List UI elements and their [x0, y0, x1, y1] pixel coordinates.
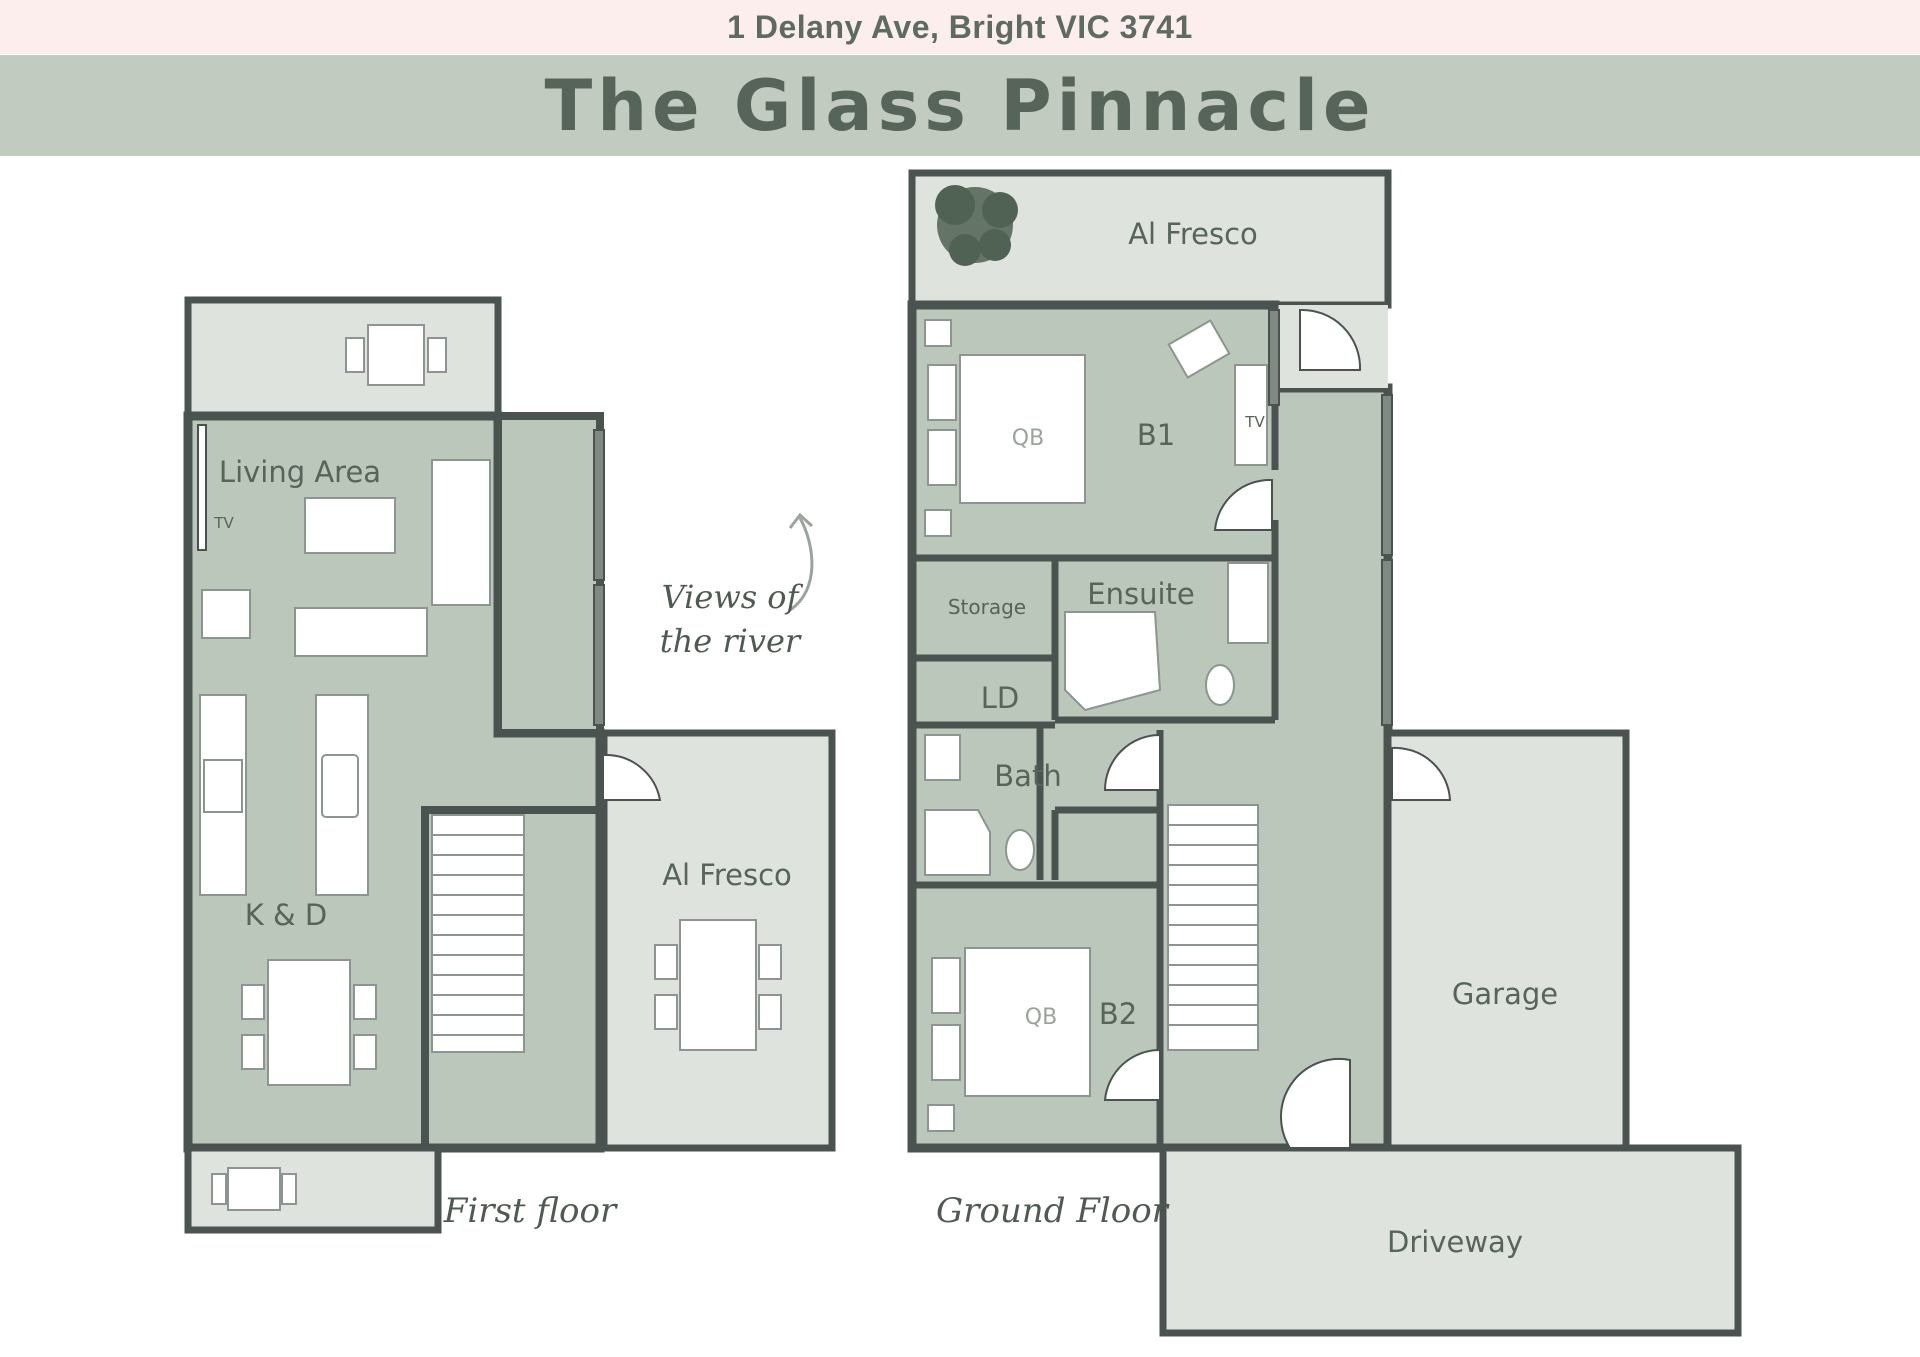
door-swing — [1103, 733, 1161, 791]
sofa — [294, 607, 428, 657]
dining-table — [267, 959, 351, 1086]
chair — [758, 994, 782, 1030]
chair — [241, 984, 265, 1020]
toilet — [1005, 829, 1035, 871]
window — [1381, 559, 1393, 726]
spa-bath — [1064, 611, 1162, 712]
address-bar: 1 Delany Ave, Bright VIC 3741 — [0, 0, 1920, 54]
room-label-first-al-fresco: Al Fresco — [662, 858, 792, 892]
annotation-line-2: the river — [660, 622, 802, 660]
window — [1381, 394, 1393, 556]
balcony-table — [227, 1167, 281, 1211]
bed-label-b2: QB — [1025, 1005, 1057, 1030]
chair — [654, 944, 678, 980]
chair — [353, 1034, 377, 1070]
door-swing — [1299, 308, 1362, 371]
door-swing — [603, 753, 662, 801]
toilet — [1205, 664, 1235, 706]
view-arrow-icon — [789, 517, 814, 612]
ground-floor-plan — [907, 169, 1742, 1337]
room-label-tv: TV — [213, 514, 234, 532]
annotation-line-1: Views of — [662, 578, 804, 616]
bed-b2 — [964, 947, 1091, 1097]
first-floor-caption: First floor — [443, 1191, 618, 1231]
bed-label-b1: QB — [1012, 426, 1044, 451]
room-label-living-area: Living Area — [219, 455, 381, 489]
ground-floor-furniture — [924, 319, 1269, 1132]
first-floor-stairs — [431, 814, 525, 1053]
room-label-storage: Storage — [948, 595, 1026, 619]
basin — [924, 734, 961, 781]
room-label-ground-al-fresco: Al Fresco — [1128, 217, 1258, 251]
first-floor-balcony-top — [184, 296, 502, 420]
room-label-b1: B1 — [1137, 418, 1175, 452]
sofa — [431, 459, 491, 606]
chair — [353, 984, 377, 1020]
view-room — [494, 412, 604, 737]
ground-floor-stairs — [1167, 804, 1259, 1051]
bedside — [924, 509, 952, 537]
window — [593, 429, 605, 581]
door-swing — [1391, 746, 1452, 801]
balcony-table — [367, 324, 425, 386]
first-floor-plan — [183, 296, 836, 1234]
tv-label-b1: TV — [1244, 413, 1265, 431]
chair — [345, 337, 365, 373]
bedside — [924, 319, 952, 347]
first-floor-furniture — [199, 324, 782, 1211]
sink — [321, 754, 359, 818]
pillow — [927, 364, 957, 421]
room-label-laundry: LD — [981, 681, 1020, 715]
property-address: 1 Delany Ave, Bright VIC 3741 — [727, 8, 1193, 45]
armchair — [1167, 319, 1231, 379]
driveway-area — [1159, 1144, 1742, 1337]
door-swing — [1213, 478, 1273, 531]
cooktop — [203, 759, 243, 813]
chair — [758, 944, 782, 980]
pillow — [931, 957, 961, 1014]
coffee-table — [304, 497, 396, 554]
room-label-driveway: Driveway — [1387, 1225, 1523, 1259]
arrow-head-icon — [788, 512, 814, 529]
property-name: The Glass Pinnacle — [544, 64, 1376, 147]
bedside — [927, 1104, 955, 1132]
room-label-b2: B2 — [1099, 997, 1137, 1031]
room-label-garage: Garage — [1452, 977, 1558, 1011]
tv-unit — [1234, 364, 1268, 466]
vanity — [1227, 562, 1269, 644]
shower — [924, 809, 991, 876]
palm-plant-icon — [935, 185, 1018, 266]
stair-wall — [421, 806, 598, 1148]
door-swing — [1280, 1057, 1351, 1149]
chair — [427, 337, 447, 373]
door-swing — [1103, 1048, 1161, 1101]
room-label-bath: Bath — [994, 759, 1061, 793]
bed-b1 — [959, 354, 1086, 504]
window — [593, 584, 605, 726]
room-label-kitchen-dining: K & D — [245, 898, 327, 932]
side-table — [201, 589, 251, 639]
chair — [654, 994, 678, 1030]
chair — [281, 1173, 297, 1205]
tv-unit — [197, 424, 207, 551]
outdoor-dining-table — [679, 919, 757, 1051]
ground-floor-caption: Ground Floor — [936, 1191, 1170, 1231]
chair — [241, 1034, 265, 1070]
pillow — [931, 1024, 961, 1081]
room-label-ensuite: Ensuite — [1087, 577, 1194, 611]
chair — [211, 1173, 227, 1205]
pillow — [927, 429, 957, 486]
title-bar: The Glass Pinnacle — [0, 55, 1920, 156]
window — [1268, 309, 1280, 406]
